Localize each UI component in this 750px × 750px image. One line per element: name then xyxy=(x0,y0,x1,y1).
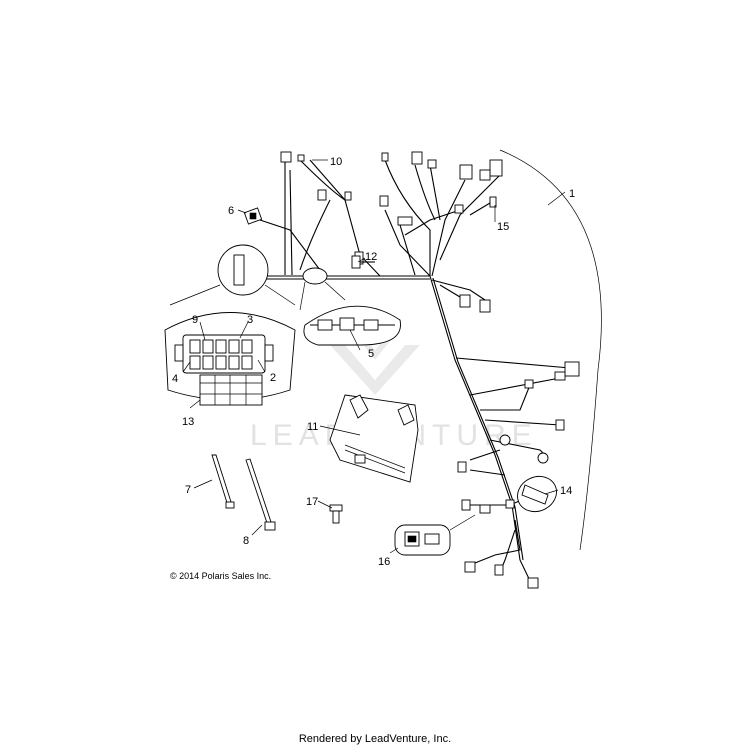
callout-8: 8 xyxy=(243,535,249,547)
copyright-notice: © 2014 Polaris Sales Inc. xyxy=(170,571,272,581)
part-8-cable-tie xyxy=(245,458,276,531)
part-15-connector xyxy=(489,196,497,208)
callout-13: 13 xyxy=(182,416,194,428)
harness-range-arc xyxy=(499,149,602,551)
callout-17: 17 xyxy=(306,496,318,508)
callout-labels: 1 2 3 4 5 6 7 8 9 10 11 12 13 14 15 16 1… xyxy=(172,156,575,568)
callout-14: 14 xyxy=(560,485,572,497)
callout-3: 3 xyxy=(247,314,253,326)
part-12-clip xyxy=(351,255,375,269)
part-13-connector-detail xyxy=(164,312,296,406)
leader-lines xyxy=(182,159,566,554)
callout-12: 12 xyxy=(365,251,377,263)
callout-5: 5 xyxy=(368,348,374,360)
callout-7: 7 xyxy=(185,484,191,496)
render-credit: Rendered by LeadVenture, Inc. xyxy=(298,733,452,745)
part-17-fastener xyxy=(329,504,343,524)
part-14-detail xyxy=(517,475,557,513)
callout-4: 4 xyxy=(172,373,178,385)
callout-2: 2 xyxy=(270,372,276,384)
main-harness xyxy=(255,159,571,586)
callout-9: 9 xyxy=(192,314,198,326)
callout-16: 16 xyxy=(378,556,390,568)
part-6-connector xyxy=(243,207,263,225)
callout-10: 10 xyxy=(330,156,342,168)
callout-11: 11 xyxy=(307,421,318,433)
harness-connectors xyxy=(280,151,580,589)
part-16-detail xyxy=(394,514,476,556)
callout-15: 15 xyxy=(497,221,509,233)
part-11-bracket xyxy=(329,394,419,483)
part-5-detail xyxy=(299,267,401,346)
callout-6: 6 xyxy=(228,205,234,217)
detail-circle-top xyxy=(169,244,296,306)
callout-1: 1 xyxy=(569,188,575,200)
part-7-cable-tie xyxy=(211,454,235,509)
